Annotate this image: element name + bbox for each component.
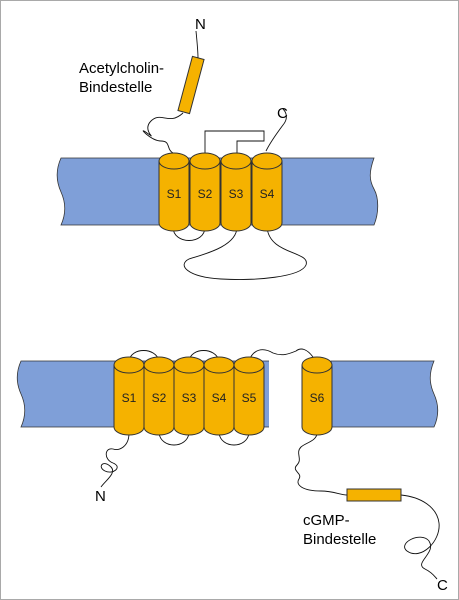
top-helix-group: S1 S2 S3 S4 bbox=[158, 152, 283, 232]
top-segment-label-s2: S2 bbox=[198, 187, 213, 201]
top-channel: S1 S2 S3 S4 N C Acetylcholin- Bindestelle bbox=[56, 16, 379, 280]
bottom-channel: S1 S2 S3 S4 S5 S6 N C cGMP- Bindestelle bbox=[16, 348, 448, 594]
top-helix-s2: S2 bbox=[189, 152, 221, 232]
bottom-membrane-left bbox=[16, 360, 117, 428]
top-s3-s4-loop bbox=[183, 226, 307, 280]
top-s2-s3-loop bbox=[204, 130, 265, 153]
bottom-helix-s4: S4 bbox=[203, 356, 235, 436]
bottom-n-label: N bbox=[95, 488, 106, 505]
top-segment-label-s3: S3 bbox=[229, 187, 244, 201]
bottom-helix-s2: S2 bbox=[143, 356, 175, 436]
top-helix-s4: S4 bbox=[251, 152, 283, 232]
bottom-helix-s3: S3 bbox=[173, 356, 205, 436]
bottom-helix-s5: S5 bbox=[233, 356, 265, 436]
top-n-loop bbox=[142, 112, 184, 154]
bottom-segment-label-s1: S1 bbox=[122, 391, 137, 405]
bottom-n-loop bbox=[100, 432, 130, 488]
top-n-label: N bbox=[195, 16, 206, 33]
bottom-segment-label-s2: S2 bbox=[152, 391, 167, 405]
top-n-terminus-line bbox=[195, 30, 199, 59]
bottom-segment-label-s5: S5 bbox=[242, 391, 257, 405]
bottom-membrane-gap bbox=[269, 359, 303, 429]
bottom-segment-label-s6: S6 bbox=[310, 391, 325, 405]
top-segment-label-s1: S1 bbox=[167, 187, 182, 201]
top-binding-site-label-line2: Bindestelle bbox=[79, 79, 152, 96]
bottom-binding-site-label-line2: Bindestelle bbox=[303, 531, 376, 548]
top-c-terminus-line bbox=[265, 108, 287, 152]
bottom-c-loop bbox=[294, 432, 348, 496]
bottom-binding-helix bbox=[346, 488, 402, 502]
bottom-c-label: C bbox=[437, 577, 448, 594]
bottom-binding-site-label-line1: cGMP- bbox=[303, 512, 350, 529]
top-binding-helix bbox=[177, 55, 205, 115]
top-segment-label-s4: S4 bbox=[260, 187, 275, 201]
bottom-helix-group: S1 S2 S3 S4 S5 S6 bbox=[113, 356, 333, 436]
top-c-label: C bbox=[277, 105, 288, 122]
bottom-helix-s6: S6 bbox=[301, 356, 333, 436]
bottom-helix-s1: S1 bbox=[113, 356, 145, 436]
bottom-intra-loops bbox=[158, 432, 250, 446]
bottom-segment-label-s4: S4 bbox=[212, 391, 227, 405]
bottom-membrane-right bbox=[330, 360, 439, 428]
top-helix-s1: S1 bbox=[158, 152, 190, 232]
top-binding-site-label-line1: Acetylcholin- bbox=[79, 60, 164, 77]
top-helix-s3: S3 bbox=[220, 152, 252, 232]
bottom-segment-label-s3: S3 bbox=[182, 391, 197, 405]
bottom-c-tail bbox=[400, 494, 440, 580]
